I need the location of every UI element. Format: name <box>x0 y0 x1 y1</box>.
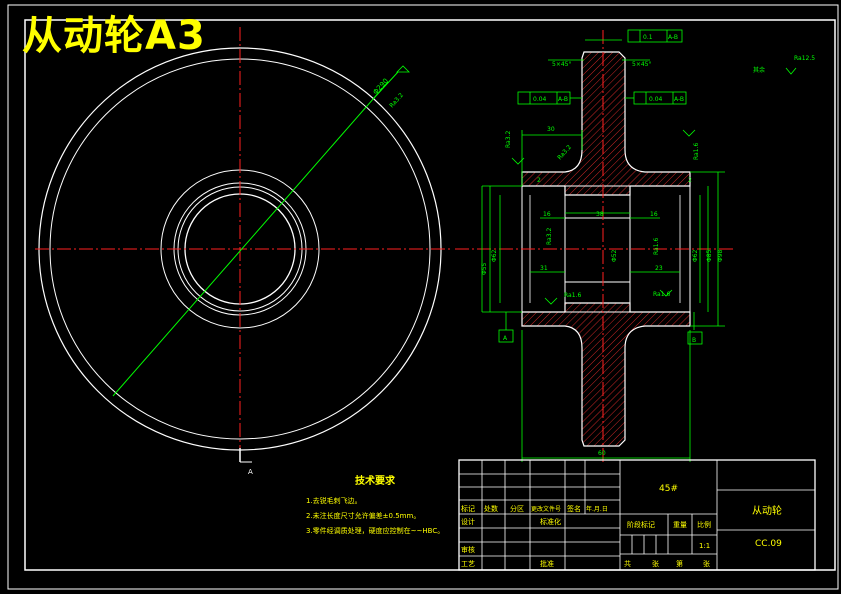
tb-biaoji: 标记 <box>461 504 475 513</box>
tb-gong: 共 <box>624 559 631 568</box>
tech-heading: 技术要求 <box>355 474 396 487</box>
upper-web-section <box>521 51 691 196</box>
tb-shenhe: 审核 <box>461 545 475 554</box>
tech-item-3: 3.零件经调质处理，硬度应控制在~~HBC。 <box>306 526 444 535</box>
dim-16-right: 16 <box>650 211 658 218</box>
tech-item-2: 2.未注长度尺寸允许偏差±0.5mm。 <box>306 511 420 520</box>
front-view: Φ290 Ra3.2 A <box>35 27 452 476</box>
title-overlay: 从动轮A3 <box>22 13 206 59</box>
rough-4: Ra1.6 <box>653 238 660 255</box>
rough-7: Ra1.6 <box>653 291 670 298</box>
tb-jieduan: 阶段标记 <box>627 520 655 529</box>
lower-web-section <box>521 302 691 447</box>
dia-right-3: Φ98 <box>717 249 724 262</box>
tol-left-value: 0.04 <box>533 96 547 103</box>
rough-3: Ra3.2 <box>546 228 553 245</box>
tb-gengai: 更改文件号 <box>531 505 561 513</box>
section-view: 30 16 38 16 31 23 2 2 60 A B 0.04 A-B 0.… <box>455 29 815 465</box>
roughness-symbol <box>396 65 410 73</box>
dim-2-left: 2 <box>537 177 541 184</box>
datum-b-label: B <box>692 337 696 344</box>
tb-zhang2: 张 <box>703 559 710 568</box>
tol-left-ref: A-B <box>558 96 568 103</box>
chamfer-left: 5×45° <box>552 61 571 68</box>
dim-38: 38 <box>596 211 604 218</box>
outer-border <box>7 4 839 590</box>
dim-16-left: 16 <box>543 211 551 218</box>
tol-right-value: 0.04 <box>649 96 663 103</box>
dia-center: Φ52 <box>611 249 618 262</box>
tb-zhang: 张 <box>652 559 659 568</box>
diameter-dim-line <box>112 81 389 397</box>
tb-gongyi: 工艺 <box>461 560 475 568</box>
drawing-number: CC.09 <box>755 539 782 549</box>
section-view-letter: A <box>248 468 253 476</box>
tech-item-1: 1.去锐毛刺飞边。 <box>306 496 362 505</box>
material-label: 45# <box>659 484 678 494</box>
datum-a-label: A <box>503 335 508 342</box>
rough-rest-label: 其余 <box>753 66 765 74</box>
rough-2: Ra1.6 <box>693 143 700 160</box>
title-block <box>458 459 816 571</box>
tb-sheji: 设计 <box>461 517 475 526</box>
circle-diameter-label: Φ290 <box>372 77 391 96</box>
dim-bottom-60: 60 <box>598 450 606 457</box>
rough-1: Ra3.2 <box>505 131 512 148</box>
dim-width-top: 30 <box>547 126 555 133</box>
tb-chushu: 处数 <box>484 504 498 513</box>
tb-biaozhunhua: 标准化 <box>540 517 561 526</box>
part-name: 从动轮 <box>752 504 782 517</box>
rough-6: Ra3.2 <box>556 144 573 162</box>
tb-fenqu: 分区 <box>510 504 524 513</box>
dia-right-2: Φ85 <box>706 249 713 262</box>
dim-31: 31 <box>540 265 548 272</box>
dia-right-1: Φ62 <box>692 249 699 262</box>
tol-top-value: 0.1 <box>643 34 653 41</box>
tb-zhongliang: 重量 <box>673 521 687 529</box>
title-block-text: 45# 从动轮 CC.09 1:1 标记 处数 分区 更改文件号 签名 年.月.… <box>461 484 782 568</box>
dia-left-1: Φ55 <box>481 262 488 275</box>
dim-23: 23 <box>655 265 663 272</box>
rough-rest-value: Ra12.5 <box>794 55 815 62</box>
rough-5: Ra1.6 <box>564 292 581 299</box>
chamfer-right: 5×45° <box>632 61 651 68</box>
inner-border <box>24 19 836 571</box>
circle-roughness-label: Ra3.2 <box>388 92 405 110</box>
dim-2-right: 2 <box>688 177 692 184</box>
tb-bili: 比例 <box>697 520 711 529</box>
tol-right-ref: A-B <box>674 96 684 103</box>
diameter-leader <box>373 71 399 99</box>
tol-top-ref: A-B <box>668 34 678 41</box>
tb-di: 第 <box>676 559 683 568</box>
tb-pizhun: 批准 <box>540 559 554 568</box>
tb-nianyueri: 年.月.日 <box>586 505 608 513</box>
scale-value: 1:1 <box>699 542 710 550</box>
tb-qianming: 签名 <box>567 504 581 513</box>
tech-requirements: 技术要求 1.去锐毛刺飞边。 2.未注长度尺寸允许偏差±0.5mm。 3.零件经… <box>306 474 444 535</box>
dia-left-2: Φ62 <box>491 249 498 262</box>
